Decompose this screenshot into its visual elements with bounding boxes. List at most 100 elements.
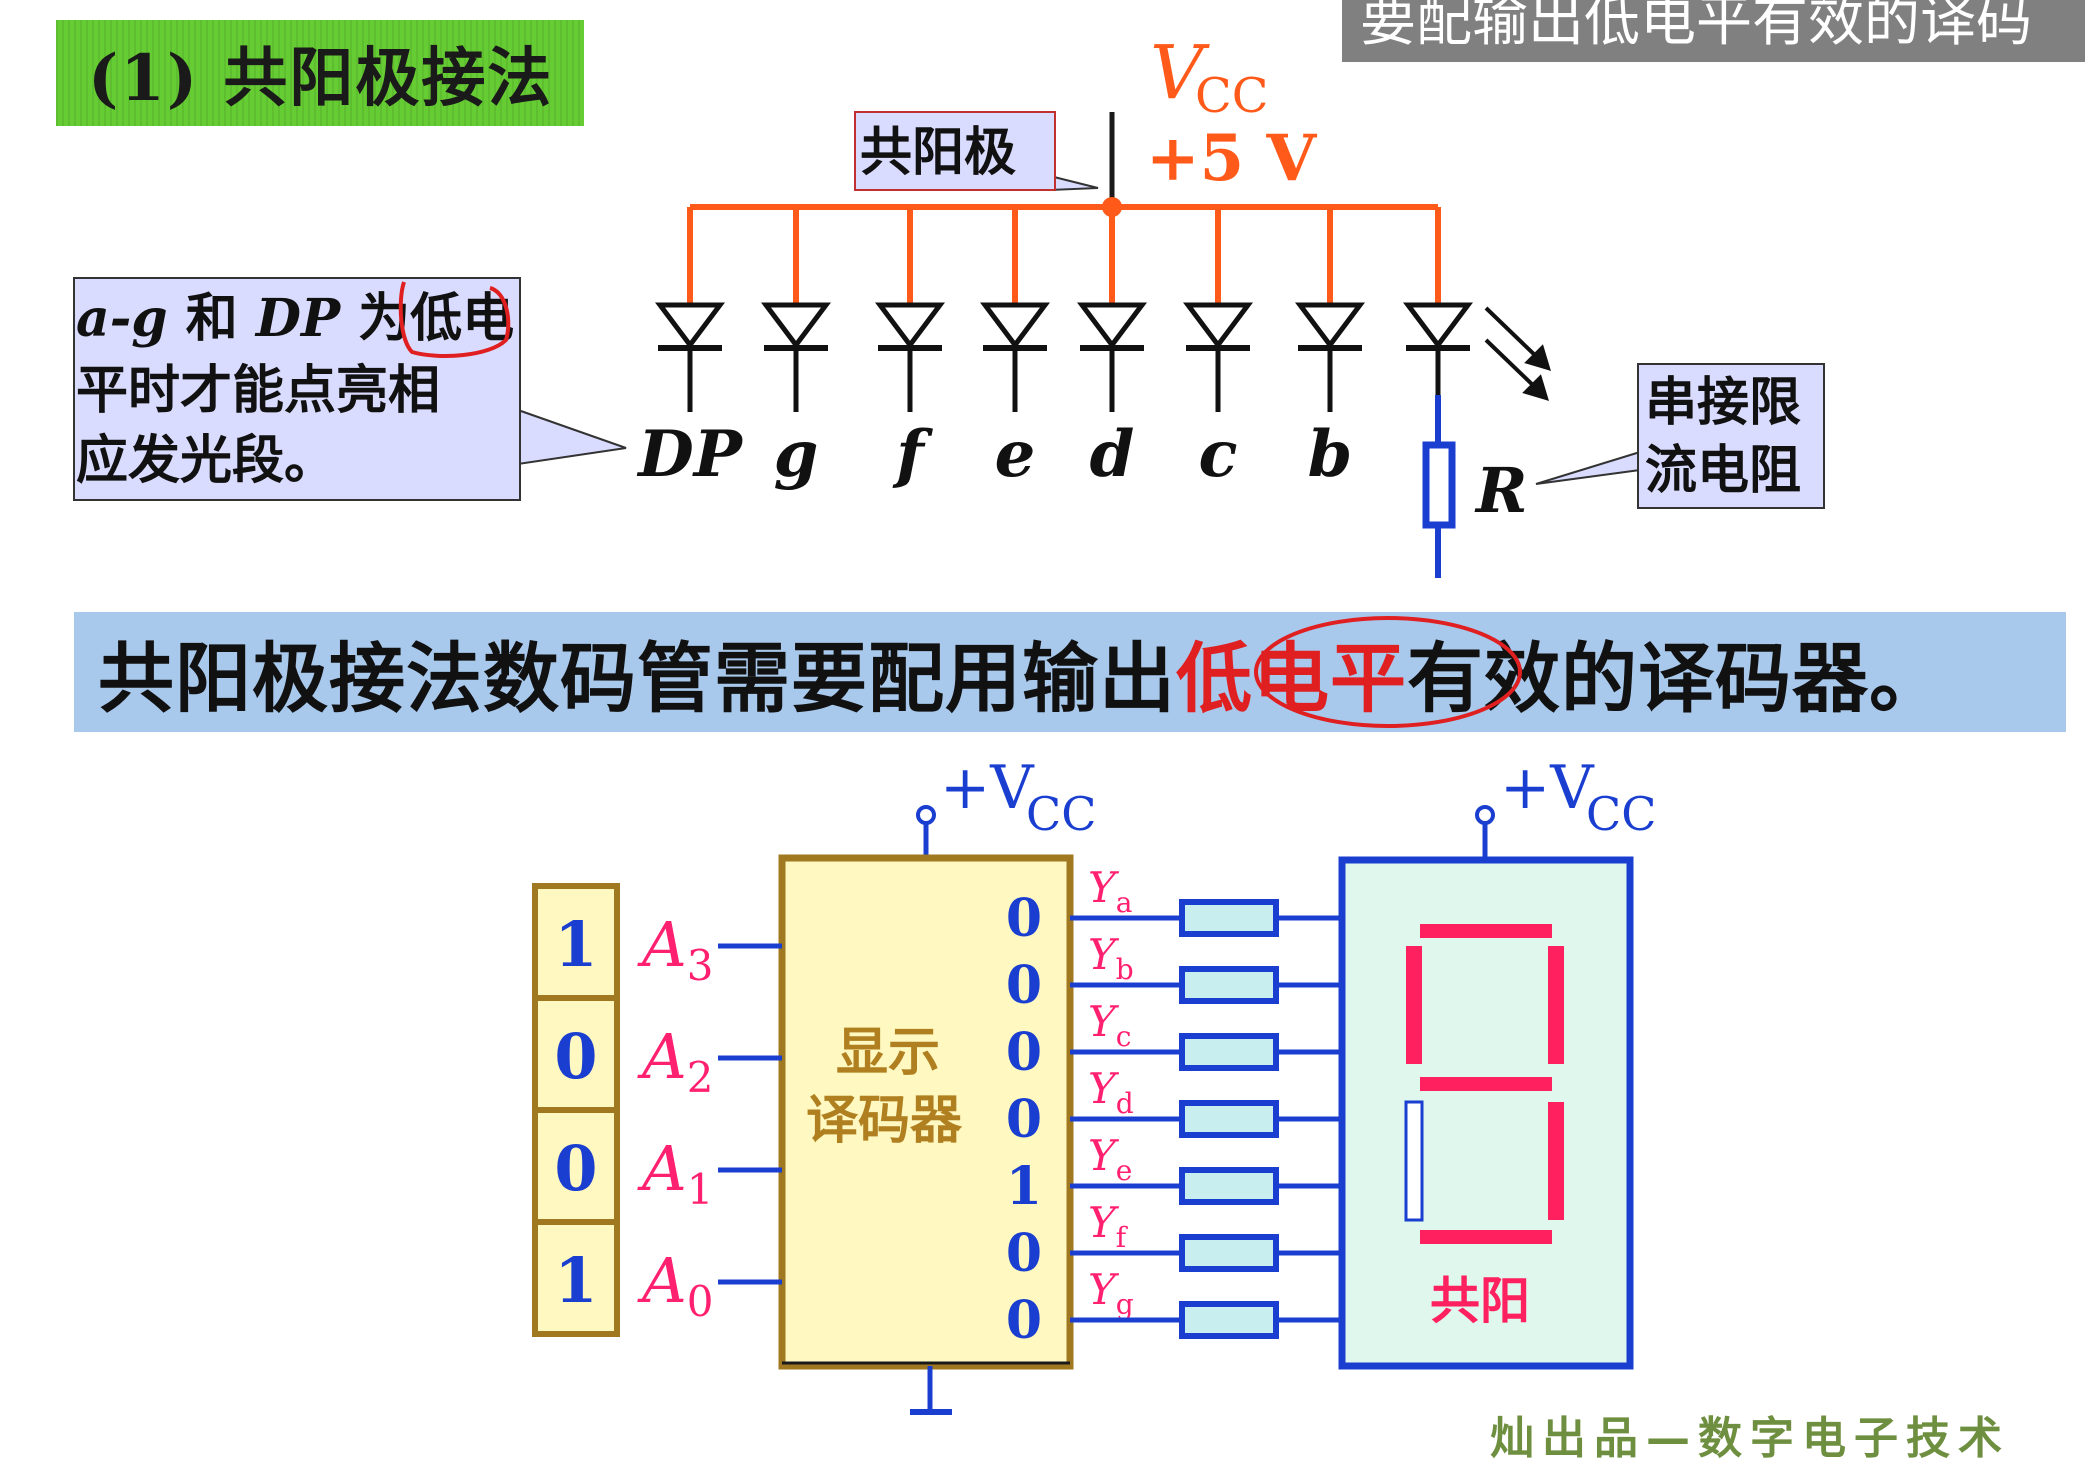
watermark: 灿出品—数字电子技术 — [1490, 1413, 2010, 1464]
led-diode: b — [1295, 207, 1365, 492]
seven-segment-display — [1338, 856, 1634, 1370]
input-row: 1 A3 — [532, 883, 782, 1001]
vcc-left-sub: CC — [1026, 787, 1096, 841]
output-resistor — [1179, 966, 1279, 1004]
output-row: 0Yc — [1006, 997, 1342, 1083]
led-diode: g — [761, 207, 831, 492]
note-line1: a-g 和 DP 为低电 — [76, 288, 514, 349]
input-label: A2 — [637, 1020, 714, 1102]
banner-annotation — [1254, 616, 1522, 728]
output-row: 1 Ye — [1006, 1131, 1342, 1217]
display-segments — [1404, 924, 1564, 1244]
output-bit-value: 0 — [1006, 1089, 1042, 1150]
segment-d — [1420, 1230, 1552, 1244]
summary-banner: 共阳极接法数码管需要配用输出低电平有效的译码器。 — [74, 612, 2066, 732]
output-bit-value: 0 — [1006, 888, 1042, 949]
led-diode: DP — [636, 207, 744, 492]
segment-label: DP — [636, 417, 744, 492]
annotation-circle-banner — [1254, 616, 1522, 728]
output-resistor — [1179, 1301, 1279, 1339]
output-bit-value: 0 — [1006, 1290, 1042, 1351]
resistor-label: R — [1474, 454, 1528, 527]
vcc-left-terminal — [916, 805, 936, 825]
light-emission-arrows-icon — [1484, 306, 1551, 401]
input-bit-value: 0 — [554, 1020, 597, 1093]
output-resistor — [1179, 1033, 1279, 1071]
input-label: A0 — [637, 1244, 714, 1326]
input-bit-box — [532, 883, 620, 1001]
output-bit-value: 0 — [1006, 1223, 1042, 1284]
segment-g — [1420, 1077, 1552, 1091]
vcc-left-label: +V — [940, 753, 1035, 823]
overlay-caption: 要配输出低电平有效的译码 — [1342, 0, 2085, 62]
led-diode: e — [980, 207, 1050, 492]
output-resistor — [1179, 899, 1279, 937]
output-row: 0 Yg — [1006, 1265, 1342, 1351]
segment-a — [1420, 924, 1552, 938]
input-row: 1 A0 — [532, 1219, 782, 1337]
banner-after: 有效的译码器。 — [1407, 634, 1946, 723]
output-label: Yd — [1088, 1064, 1134, 1120]
output-label: Ye — [1088, 1131, 1132, 1187]
segment-label: c — [1199, 417, 1238, 492]
output-label: Yf — [1088, 1198, 1129, 1254]
vcc-sub: CC — [1195, 68, 1268, 124]
output-resistor — [1179, 1234, 1279, 1272]
input-bit-value: 1 — [554, 1244, 597, 1317]
output-row: 0 Ya — [1006, 863, 1342, 949]
input-label: A1 — [637, 1132, 714, 1214]
page-title: (1) 共阳极接法 — [56, 20, 584, 126]
output-label: Yg — [1088, 1265, 1134, 1321]
segment-label: b — [1308, 417, 1353, 492]
vcc-right-label: +V — [1500, 753, 1595, 823]
output-row: 0 Yd — [1006, 1064, 1342, 1150]
decoder-label-line2: 译码器 — [806, 1091, 963, 1151]
output-resistor — [1179, 1167, 1279, 1205]
decoder-box — [778, 854, 1074, 1370]
vcc-right-sub: CC — [1586, 787, 1656, 841]
note-line3: 应发光段。 — [76, 431, 336, 491]
common-anode-callout-box — [854, 111, 1056, 191]
segment-e — [1404, 1100, 1424, 1222]
segment-b — [1548, 946, 1564, 1064]
resistor — [1422, 441, 1456, 529]
display-label: 共阳 — [1430, 1272, 1530, 1330]
output-resistor — [1179, 1100, 1279, 1138]
output-row: 0 Yf — [1006, 1198, 1342, 1284]
output-bit-value: 1 — [1006, 1156, 1042, 1217]
segment-label: g — [774, 417, 819, 492]
segment-c — [1548, 1102, 1564, 1220]
input-bit-value: 0 — [554, 1132, 597, 1205]
resistor-callout-line2: 流电阻 — [1645, 441, 1801, 501]
segment-label: d — [1090, 417, 1135, 492]
annotation-circle-note — [398, 281, 511, 358]
input-label: A3 — [637, 908, 714, 990]
input-bit-box — [532, 1219, 620, 1337]
note-line2: 平时才能点亮相 — [76, 361, 440, 421]
segment-label: e — [995, 417, 1036, 492]
resistor-callout-box — [1637, 363, 1825, 509]
input-bit-value: 1 — [554, 908, 597, 981]
input-row: 0 A1 — [532, 1107, 782, 1225]
output-label: Yb — [1088, 930, 1134, 986]
note-callout-box — [73, 277, 521, 501]
vcc-value: +5 V — [1146, 121, 1317, 196]
resistor-callout-line1: 串接限 — [1645, 373, 1801, 433]
led-diode: d — [1077, 207, 1147, 492]
vcc-right-terminal — [1475, 805, 1495, 825]
common-anode-callout: 共阳极 — [860, 123, 1016, 183]
decoder-label-line1: 显示 — [836, 1023, 940, 1083]
banner-before: 共阳极接法数码管需要配用输出 — [98, 634, 1176, 723]
output-label: Yc — [1088, 997, 1131, 1053]
output-label: Ya — [1088, 863, 1132, 919]
vcc-label: V — [1150, 30, 1210, 116]
input-row: 0 A2 — [532, 995, 782, 1113]
led-diode: c — [1183, 207, 1253, 492]
output-row: 0Yb — [1006, 930, 1342, 1016]
led-diode — [1403, 207, 1473, 395]
